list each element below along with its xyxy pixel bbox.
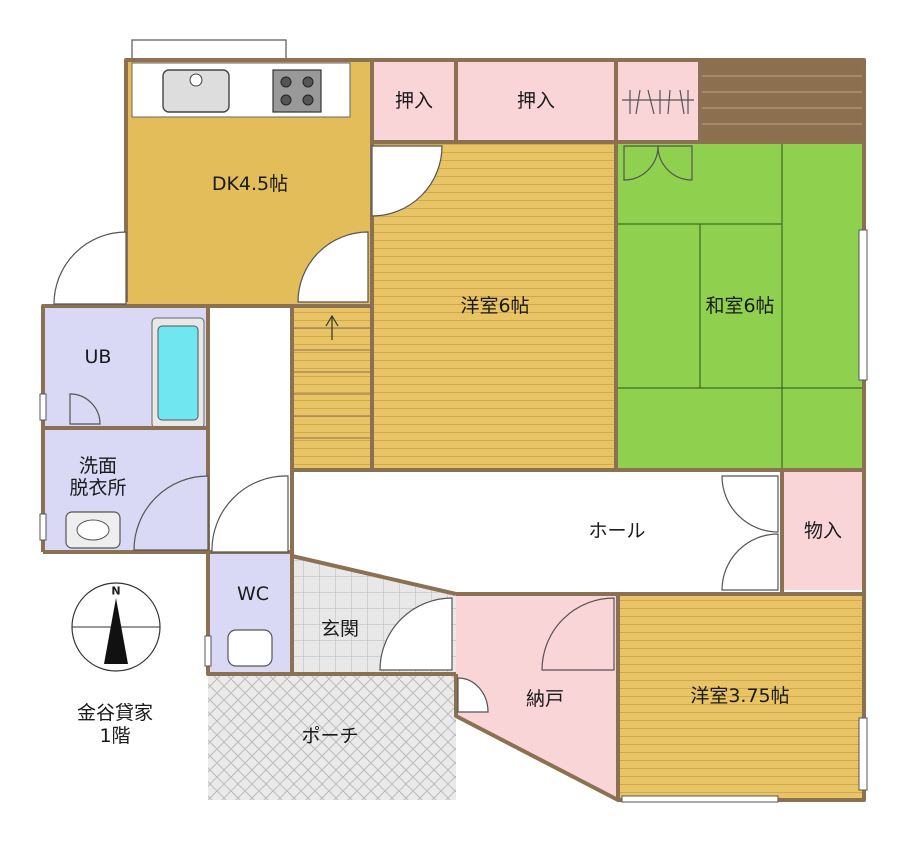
counter-top	[131, 39, 287, 61]
hall-label: ホール	[588, 520, 646, 543]
monoire-closet	[782, 470, 864, 590]
dk-label: DK4.5帖	[211, 173, 289, 196]
toilet-icon	[227, 629, 273, 667]
windows	[39, 229, 868, 803]
caption-line1: 金谷貸家	[76, 702, 153, 724]
wc-label: WC	[236, 583, 270, 606]
porch-label: ポーチ	[301, 725, 359, 748]
caption-line2: 1階	[99, 724, 131, 747]
genkan-label: 玄関	[320, 618, 360, 641]
sink-icon	[162, 69, 230, 113]
north-label: N	[111, 584, 121, 598]
north-compass-icon	[71, 582, 161, 672]
ub-label: UB	[84, 346, 112, 369]
youshitsu-375-room	[618, 594, 864, 800]
hanger-rail-icon	[622, 89, 694, 115]
closet-1	[372, 60, 456, 142]
deck	[700, 60, 864, 142]
stairs-up-arrow-icon	[325, 314, 339, 340]
senmen-label-line1: 洗面	[78, 455, 118, 478]
senmen-label-line2: 脱衣所	[69, 477, 127, 499]
washitsu-6-room	[618, 142, 864, 470]
porch	[208, 674, 456, 800]
youshitsu-375-label: 洋室3.75帖	[690, 685, 790, 708]
nando-label: 納戸	[525, 688, 565, 711]
walls	[41, 58, 866, 802]
senmen-label: 洗面 脱衣所	[69, 455, 127, 500]
stove-icon	[272, 69, 322, 113]
deck-boards	[700, 75, 864, 125]
tatami-lines	[618, 142, 864, 470]
oshiire-2-label: 押入	[516, 90, 556, 113]
doors	[53, 145, 779, 713]
youshitsu-6-label: 洋室6帖	[460, 295, 530, 318]
washitsu-6-label: 和室6帖	[705, 295, 775, 318]
oshiire-1-label: 押入	[394, 90, 434, 113]
monoire-label: 物入	[803, 520, 843, 543]
closet-2	[456, 60, 616, 142]
plan-caption: 金谷貸家 1階	[60, 702, 170, 748]
